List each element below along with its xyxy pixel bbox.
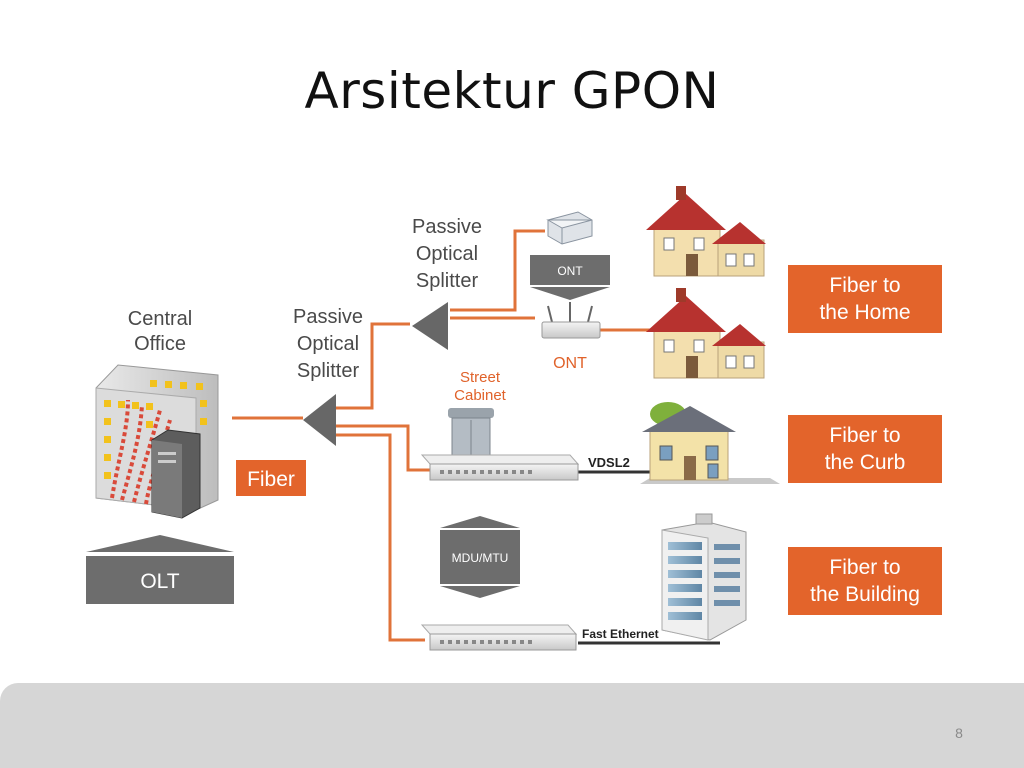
slide-title: Arsitektur GPON: [304, 62, 720, 120]
main-splitter-label-2: Optical: [297, 333, 359, 355]
top-splitter-label-2: Optical: [416, 243, 478, 265]
street-switch-icon: [420, 454, 580, 481]
mdu-mtu-box: [440, 516, 520, 598]
fiber-to-building-line1: Fiber to: [829, 556, 900, 579]
fast-ethernet-label: Fast Ethernet: [582, 627, 659, 641]
fiber-badge-label: Fiber: [247, 468, 295, 491]
olt-block: [86, 535, 234, 604]
top-splitter-label-3: Splitter: [416, 270, 479, 292]
street-cabinet-label-1: Street: [460, 369, 501, 386]
fiber-lines: [232, 229, 650, 642]
fiber-badge: [236, 460, 306, 496]
ont-box-label: ONT: [557, 264, 583, 278]
building-switch-icon: [420, 624, 578, 651]
central-office-building: [95, 364, 219, 519]
copper-lines: [578, 470, 720, 645]
fiber-to-curb-line1: Fiber to: [829, 424, 900, 447]
ont-label: ONT: [553, 355, 587, 372]
top-splitter-label-1: Passive: [412, 216, 482, 238]
ont-box: [530, 255, 610, 300]
main-splitter-label-3: Splitter: [297, 360, 360, 382]
fiber-to-curb-line2: the Curb: [825, 451, 906, 474]
main-splitter-label-1: Passive: [293, 306, 363, 328]
house-icon-3: [640, 402, 780, 484]
slide-footer-bar: [0, 683, 1024, 768]
top-splitter-icon: [412, 302, 448, 350]
street-cabinet-label-2: Cabinet: [454, 387, 507, 404]
office-building-icon: [661, 513, 747, 641]
ont-device-small: [546, 211, 593, 245]
page-number: 8: [955, 725, 963, 741]
fiber-to-curb-badge: [788, 415, 942, 483]
central-office-label-1: Central: [128, 308, 192, 330]
fiber-to-building-badge: [788, 547, 942, 615]
vdsl2-label: VDSL2: [588, 455, 630, 470]
fiber-to-home-line1: Fiber to: [829, 274, 900, 297]
fiber-to-home-badge: [788, 265, 942, 333]
gpon-architecture-diagram: Central Office OLT Fiber Passive Optical…: [86, 186, 942, 651]
fiber-to-home-line2: the Home: [819, 301, 910, 324]
fiber-to-building-line2: the Building: [810, 583, 920, 606]
central-office-label-2: Office: [134, 333, 186, 355]
olt-label: OLT: [140, 570, 179, 593]
street-cabinet-icon: [448, 408, 494, 457]
main-splitter-icon: [303, 394, 336, 446]
ont-router-icon: [541, 302, 601, 339]
house-icon-1: [646, 186, 766, 277]
mdu-mtu-label: MDU/MTU: [452, 551, 509, 565]
house-icon-2: [646, 288, 766, 379]
